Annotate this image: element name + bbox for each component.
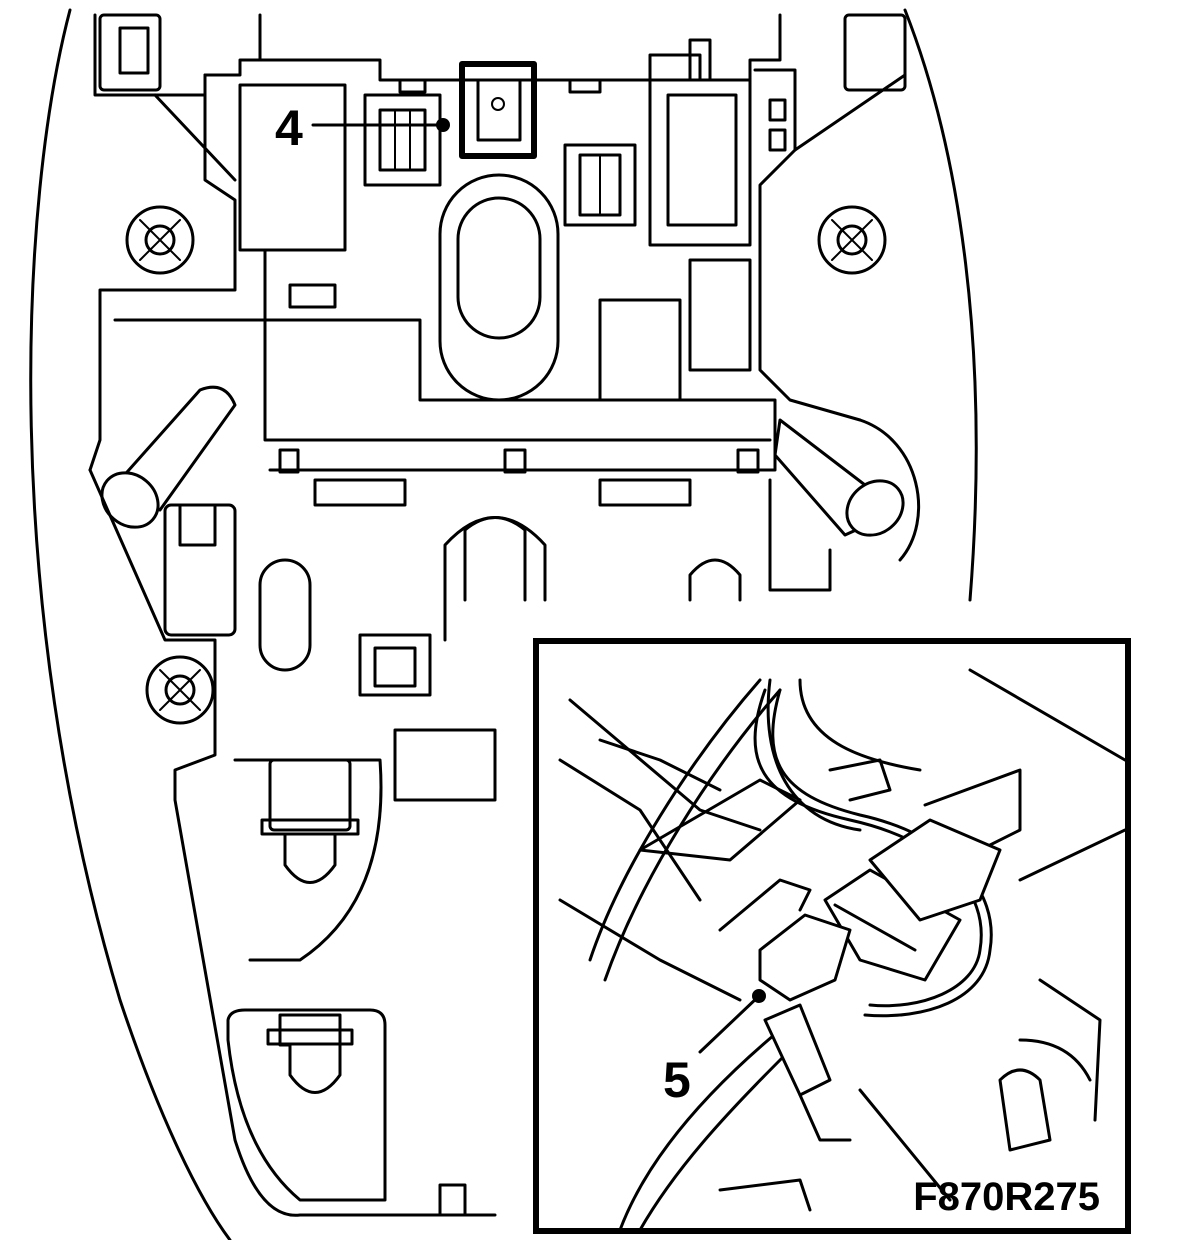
- callout-5: 5: [663, 989, 766, 1108]
- callout-4: 4: [275, 100, 450, 156]
- upper-bracket: [88, 13, 907, 472]
- right-tube: [773, 418, 921, 562]
- figure-reference: F870R275: [913, 1175, 1100, 1219]
- top-module: [238, 38, 787, 252]
- middle-crossbar: [113, 248, 777, 507]
- console-outline: [29, 8, 978, 1240]
- lower-lamp-housing-1: [233, 758, 383, 962]
- callout-5-label: 5: [663, 1052, 691, 1108]
- central-oval: [438, 173, 560, 402]
- mounting-boss-right-top: [817, 205, 887, 275]
- callout-4-label: 4: [275, 100, 303, 156]
- left-tube: [100, 385, 237, 529]
- mounting-boss-left-bottom: [145, 655, 215, 725]
- inset-detail-view: [533, 638, 1131, 1234]
- lower-panel: [88, 468, 832, 1217]
- mounting-boss-left-top: [125, 205, 195, 275]
- lower-lamp-housing-2: [226, 1008, 467, 1217]
